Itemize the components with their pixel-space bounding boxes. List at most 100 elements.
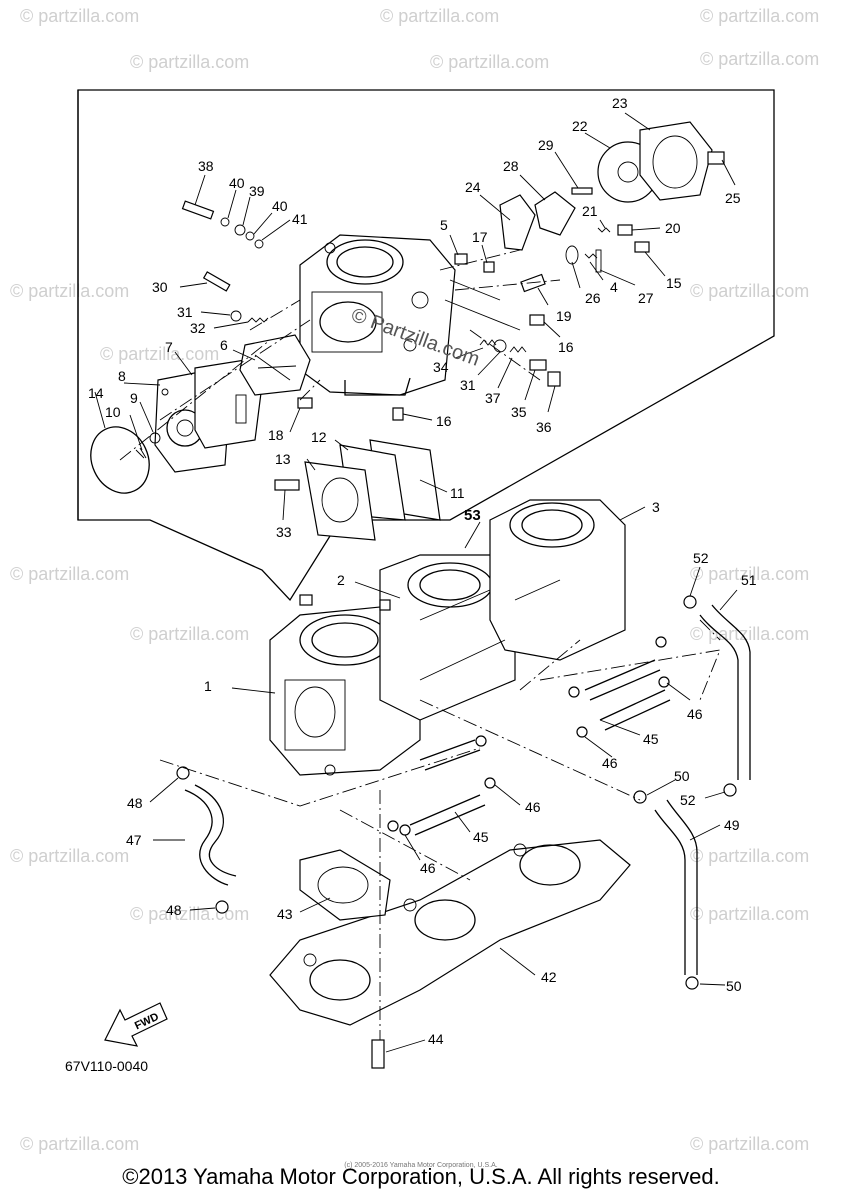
washer-40b (245, 231, 255, 241)
watermark: © partzilla.com (130, 52, 249, 72)
hose-clamps (176, 595, 737, 990)
callout-39: 39 (249, 183, 265, 199)
small-print: (c) 2005-2016 Yamaha Motor Corporation, … (344, 1162, 498, 1169)
ring-31b (493, 339, 507, 353)
callout-33: 33 (276, 524, 292, 540)
callout-7: 7 (165, 339, 173, 355)
cover-13 (304, 461, 376, 541)
watermark: © partzilla.com (690, 846, 809, 866)
detail-inset-frame (77, 89, 775, 602)
callout-48: 48 (127, 795, 143, 811)
watermark: © partzilla.com (130, 904, 249, 924)
callout-34: 34 (433, 359, 449, 375)
screw-17 (483, 261, 495, 273)
watermark: © partzilla.com (10, 281, 129, 301)
callout-9: 9 (130, 390, 138, 406)
callout-17: 17 (472, 229, 488, 245)
callout-52: 52 (680, 792, 696, 808)
callout-44: 44 (428, 1031, 444, 1047)
watermark: © partzilla.com (380, 6, 499, 26)
pin-27 (595, 249, 602, 273)
callout-35: 35 (511, 404, 527, 420)
watermark: © partzilla.com (130, 624, 249, 644)
watermark: © partzilla.com (700, 49, 819, 69)
copyright-notice: ©2013 Yamaha Motor Corporation, U.S.A. A… (122, 1164, 720, 1189)
callout-21: 21 (582, 203, 598, 219)
spring-34 (479, 339, 497, 346)
hose-51 (699, 614, 739, 780)
plug-16 (529, 314, 545, 326)
callout-31: 31 (460, 377, 476, 393)
screw-35 (529, 359, 547, 371)
leader-lines (94, 112, 738, 1053)
watermark: © partzilla.com (10, 564, 129, 584)
hose-45a (419, 739, 481, 771)
callout-20: 20 (665, 220, 681, 236)
washer-40 (220, 217, 230, 227)
hose-49 (654, 809, 686, 975)
watermark-layer: © partzilla.com © partzilla.com © partzi… (10, 6, 819, 1154)
callout-51: 51 (741, 572, 757, 588)
callout-53: 53 (464, 507, 481, 524)
spring-4 (584, 253, 598, 259)
callout-46: 46 (602, 755, 618, 771)
watermark: © partzilla.com (690, 1134, 809, 1154)
callout-15: 15 (666, 275, 682, 291)
callout-40: 40 (229, 175, 245, 191)
hose-45b (409, 794, 486, 836)
spring-32 (247, 317, 269, 323)
callout-32: 32 (190, 320, 206, 336)
screw-33 (274, 479, 300, 491)
callout-5: 5 (440, 217, 448, 233)
watermark: © partzilla.com (10, 846, 129, 866)
watermark: © partzilla.com (100, 344, 219, 364)
callout-45: 45 (473, 829, 489, 845)
callout-31: 31 (177, 304, 193, 320)
callout-45: 45 (643, 731, 659, 747)
gasket-43 (299, 849, 391, 921)
callout-labels: 38 40 39 40 41 30 31 32 6 7 8 14 9 10 18… (88, 95, 757, 1047)
callout-1: 1 (204, 678, 212, 694)
watermark: © partzilla.com (700, 6, 819, 26)
watermark: © partzilla.com (690, 281, 809, 301)
cover-23 (639, 121, 713, 201)
callout-42: 42 (541, 969, 557, 985)
callout-36: 36 (536, 419, 552, 435)
callout-13: 13 (275, 451, 291, 467)
hose-47 (184, 789, 229, 886)
washer-9 (149, 432, 161, 444)
watermark: © partzilla.com (690, 904, 809, 924)
intake-manifold (269, 839, 631, 1026)
spring-37 (509, 346, 527, 353)
watermark: © partzilla.com (430, 52, 549, 72)
callout-22: 22 (572, 118, 588, 134)
watermark: © partzilla.com (690, 624, 809, 644)
callout-18: 18 (268, 427, 284, 443)
callout-52: 52 (693, 550, 709, 566)
screw-29 (571, 187, 593, 195)
screw-15 (634, 241, 650, 253)
callout-46: 46 (525, 799, 541, 815)
callout-49: 49 (724, 817, 740, 833)
watermark: © partzilla.com (690, 564, 809, 584)
ring-31 (230, 310, 242, 322)
cover-24 (499, 194, 536, 251)
jet-38 (181, 200, 215, 220)
screw-10 (135, 447, 147, 459)
washer-26 (565, 245, 579, 265)
hose-45d (599, 689, 671, 731)
callout-43: 43 (277, 906, 293, 922)
callout-46: 46 (420, 860, 436, 876)
callout-29: 29 (538, 137, 554, 153)
callout-27: 27 (638, 290, 654, 306)
callout-10: 10 (105, 404, 121, 420)
callout-3: 3 (652, 499, 660, 515)
screw-30 (202, 271, 231, 292)
callout-12: 12 (311, 429, 327, 445)
callout-23: 23 (612, 95, 628, 111)
spring-21 (597, 227, 611, 233)
callout-8: 8 (118, 368, 126, 384)
callout-48: 48 (166, 902, 182, 918)
watermark: © partzilla.com (20, 6, 139, 26)
